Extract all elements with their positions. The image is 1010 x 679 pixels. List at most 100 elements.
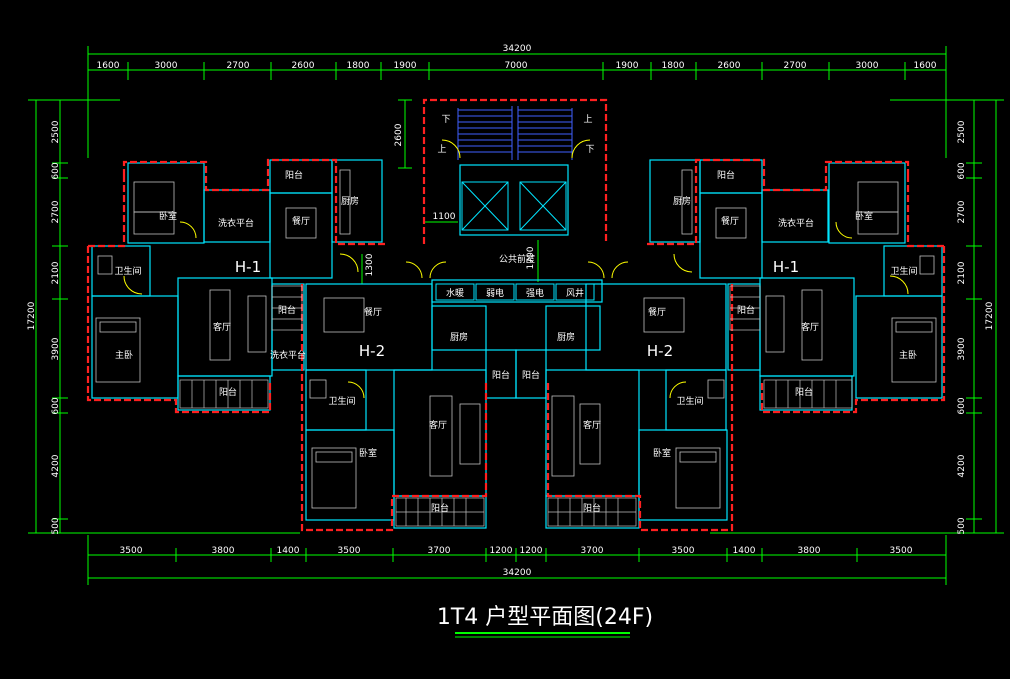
dim-top-1: 1600 (97, 61, 120, 71)
label-cl-bedroom: 卧室 (359, 447, 377, 459)
dim-inner-2: 1100 (433, 212, 456, 222)
dim-right-4: 2100 (957, 261, 967, 284)
unit-label-center-left: H-2 (359, 342, 385, 360)
label-shaft-weak: 弱电 (486, 287, 504, 299)
dim-left-2: 600 (51, 162, 61, 179)
dim-left-5: 3900 (51, 337, 61, 360)
label-stair-up: 上 (583, 114, 592, 125)
label-left-dining: 餐厅 (292, 215, 310, 227)
dim-bottom-1: 3500 (120, 546, 143, 556)
dim-bottom-2: 3800 (212, 546, 235, 556)
label-left-kitchen: 厨房 (341, 195, 359, 207)
label-cl-bath: 卫生间 (328, 395, 355, 407)
dim-top-12: 3000 (856, 61, 879, 71)
dim-top-3: 2700 (227, 61, 250, 71)
dim-total-top: 34200 (503, 44, 532, 54)
label-right-laundry: 洗衣平台 (778, 217, 814, 229)
label-left-bedroom: 卧室 (159, 210, 177, 222)
dim-top-11: 2700 (784, 61, 807, 71)
dim-left-1: 2500 (51, 120, 61, 143)
label-public-hall: 公共前室 (499, 253, 535, 265)
label-cl-kitchen: 厨房 (450, 331, 468, 343)
label-cl-living: 客厅 (429, 419, 447, 431)
dim-bottom-6: 1200 (490, 546, 513, 556)
shaft-strong-box (515, 283, 555, 301)
label-left-master: 主卧 (115, 349, 133, 361)
dim-bottom-9: 3500 (672, 546, 695, 556)
dim-inner-1: 2600 (394, 123, 404, 146)
label-right-bath: 卫生间 (890, 265, 917, 277)
label-cr-balcony-small: 阳台 (522, 369, 540, 381)
label-cr-bedroom: 卧室 (653, 447, 671, 459)
dim-bottom-11: 3800 (798, 546, 821, 556)
shaft-water-box (435, 283, 475, 301)
label-left-living: 客厅 (213, 321, 231, 333)
label-right-master: 主卧 (899, 349, 917, 361)
dim-bottom-4: 3500 (338, 546, 361, 556)
dim-top-9: 1800 (662, 61, 685, 71)
dim-left-6: 600 (51, 397, 61, 414)
label-shaft-water: 水暖 (446, 287, 464, 299)
dim-right-5: 3900 (957, 337, 967, 360)
stair-core (457, 106, 573, 160)
dim-bottom-3: 1400 (277, 546, 300, 556)
unit-label-right: H-1 (773, 258, 799, 276)
dim-right-3: 2700 (957, 200, 967, 223)
dim-top-6: 1900 (394, 61, 417, 71)
shaft-weak-box (475, 283, 515, 301)
inner-walls (91, 159, 943, 529)
drawing-title: 1T4 户型平面图(24F) (437, 605, 653, 630)
dim-top-2: 3000 (155, 61, 178, 71)
label-stair-down: 下 (441, 115, 450, 125)
dim-top-4: 2600 (292, 61, 315, 71)
label-cl-balcony-small: 阳台 (492, 369, 510, 381)
dim-inner-4: 1700 (526, 246, 536, 269)
label-cr-living: 客厅 (583, 419, 601, 431)
exterior-walls (86, 98, 946, 532)
dim-right-1: 2500 (957, 120, 967, 143)
label-stair-down2: 下 (585, 145, 594, 155)
label-cr-dining: 餐厅 (648, 306, 666, 318)
dim-top-13: 1600 (914, 61, 937, 71)
label-left-bath: 卫生间 (114, 265, 141, 277)
label-cl-balcony-bottom: 阳台 (431, 502, 449, 514)
dim-left-3: 2700 (51, 200, 61, 223)
dim-left-total: 17200 (27, 301, 37, 330)
dim-bottom-5: 3700 (428, 546, 451, 556)
unit-labels: H-1 H-2 H-2 H-1 (235, 258, 799, 360)
label-right-balcony-bottom: 阳台 (795, 386, 813, 398)
doors (123, 139, 909, 399)
dim-left-7: 4200 (51, 454, 61, 477)
label-right-bedroom: 卧室 (855, 210, 873, 222)
label-left-balcony-bottom: 阳台 (219, 386, 237, 398)
label-right-balcony-top: 阳台 (717, 169, 735, 181)
dim-left-4: 2100 (51, 261, 61, 284)
label-cr-kitchen: 厨房 (557, 331, 575, 343)
dim-bottom-7: 1200 (520, 546, 543, 556)
label-right-living: 客厅 (801, 321, 819, 333)
label-left-laundry: 洗衣平台 (218, 217, 254, 229)
label-left-balcony-top: 阳台 (285, 169, 303, 181)
dim-top-10: 2600 (718, 61, 741, 71)
dim-top-8: 1900 (616, 61, 639, 71)
elevators (461, 181, 567, 231)
unit-label-center-right: H-2 (647, 342, 673, 360)
dim-bottom-12: 3500 (890, 546, 913, 556)
label-left-laundry2: 洗衣平台 (270, 349, 306, 361)
label-shaft-air: 风井 (566, 287, 584, 299)
label-right-dining: 餐厅 (721, 215, 739, 227)
label-shaft-strong: 强电 (526, 287, 544, 299)
dim-right-7: 4200 (957, 454, 967, 477)
dim-total-bottom: 34200 (503, 568, 532, 578)
label-left-balcony-mid: 阳台 (278, 304, 296, 316)
label-cr-bath: 卫生间 (676, 395, 703, 407)
label-cr-balcony-bottom: 阳台 (583, 502, 601, 514)
dimension-text: 34200 1600 3000 2700 2600 1800 1900 7000… (27, 44, 995, 578)
dim-bottom-10: 1400 (733, 546, 756, 556)
dim-bottom-8: 3700 (581, 546, 604, 556)
label-right-balcony-mid: 阳台 (737, 304, 755, 316)
dimension-lines (28, 46, 1004, 585)
dim-inner-3: 1300 (365, 253, 375, 276)
dim-right-6: 600 (957, 397, 967, 414)
